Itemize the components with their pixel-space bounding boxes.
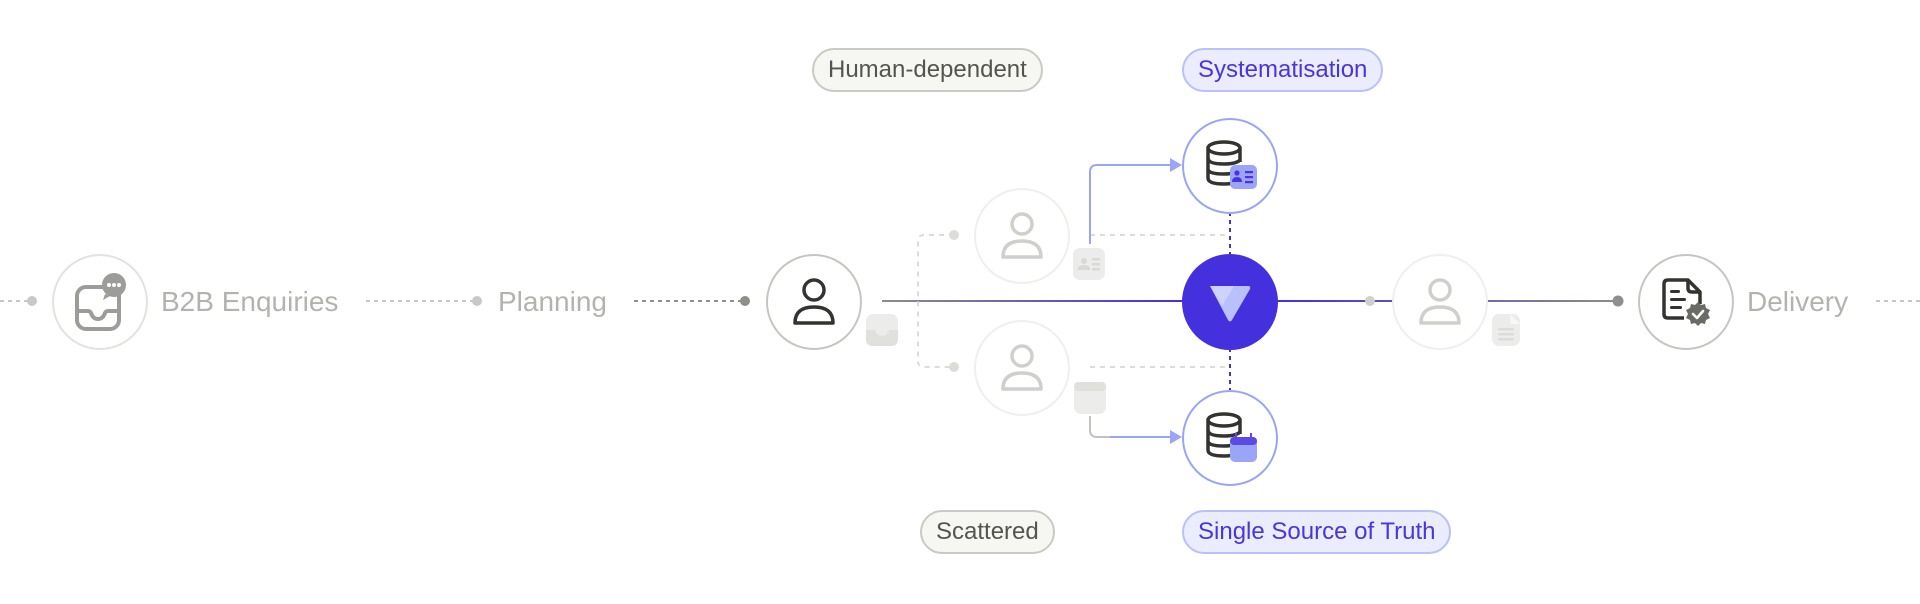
db-node-calendar[interactable] (1182, 390, 1278, 486)
arrow-to-db-contacts (1089, 164, 1170, 244)
hub-node-brand[interactable] (1182, 254, 1278, 350)
branch-bracket (917, 234, 954, 368)
person-icon (793, 278, 835, 325)
person-icon (1001, 212, 1043, 259)
stage-label-b2b-enquiries: B2B Enquiries (161, 286, 339, 317)
connector-dot (740, 296, 750, 306)
stage-label-delivery: Delivery (1747, 286, 1849, 317)
pill-scattered: Scattered (920, 510, 1055, 554)
faded-person-node-calendar (974, 320, 1070, 416)
arrow-head-icon (1170, 430, 1182, 444)
stage-node-b2b-enquiries[interactable] (52, 254, 148, 350)
connector-dot (472, 296, 482, 306)
calendar-badge-icon (1074, 379, 1106, 414)
stage-node-delivery[interactable] (1638, 254, 1734, 350)
pill-human-dependent: Human-dependent (812, 48, 1043, 92)
document-verified-icon (1662, 278, 1710, 326)
inbox-chat-icon (75, 273, 126, 331)
stage-node-person[interactable] (766, 254, 862, 350)
stage-label-planning: Planning (498, 286, 607, 317)
connector-dot (949, 362, 959, 372)
connector-dot (1612, 295, 1624, 307)
pill-single-source-of-truth: Single Source of Truth (1182, 510, 1452, 554)
document-badge-icon (1492, 314, 1520, 346)
person-icon (1001, 344, 1043, 391)
inbox-badge-icon (866, 314, 898, 346)
faded-person-node-contacts (974, 188, 1070, 284)
database-icon (1206, 412, 1257, 462)
db-node-contacts[interactable] (1182, 118, 1278, 214)
person-icon (1419, 278, 1461, 325)
contact-card-badge-icon (1073, 248, 1105, 280)
brand-logo-icon (1210, 286, 1251, 322)
connector-dot (27, 296, 37, 306)
connector-dot (1365, 296, 1375, 306)
arrow-to-db-calendar (1089, 416, 1170, 438)
pill-systematisation: Systematisation (1182, 48, 1384, 92)
database-icon (1206, 140, 1257, 189)
connector-dot (949, 230, 959, 240)
faded-person-node-docs (1392, 254, 1488, 350)
arrow-head-icon (1170, 158, 1182, 172)
